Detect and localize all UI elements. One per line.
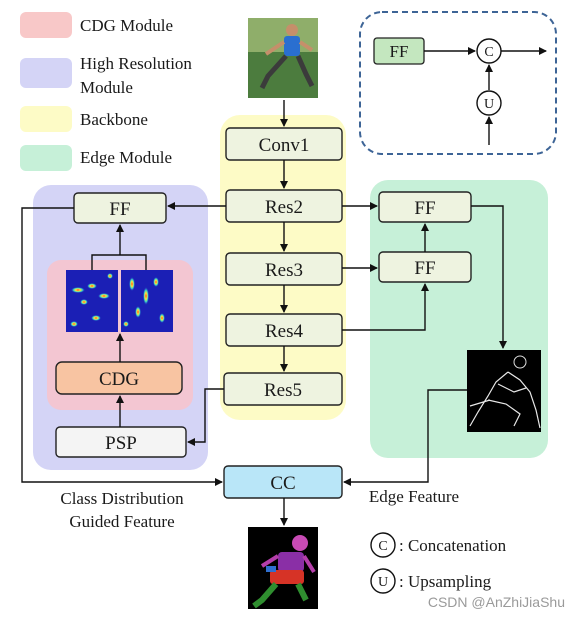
legend-backbone-label: Backbone bbox=[80, 110, 148, 129]
edge-ff-bottom-block: FF bbox=[378, 251, 472, 283]
svg-text:Res3: Res3 bbox=[265, 260, 303, 281]
watermark: CSDN @AnZhiJiaShu bbox=[428, 594, 565, 610]
upsample-key-label: : Upsampling bbox=[399, 572, 492, 591]
svg-text:FF: FF bbox=[414, 258, 435, 279]
concat-key-label: : Concatenation bbox=[399, 536, 507, 555]
inset-concat-icon bbox=[476, 38, 502, 64]
svg-text:Res2: Res2 bbox=[265, 197, 303, 218]
inset-upsample-icon bbox=[476, 90, 502, 116]
legend-high-res-label-1: High Resolution bbox=[80, 54, 192, 73]
svg-text:FF: FF bbox=[109, 199, 130, 220]
edge-map-image bbox=[467, 350, 541, 432]
legend-high-res-swatch bbox=[20, 58, 72, 88]
legend-backbone-swatch bbox=[20, 106, 72, 132]
legend: CDG Module High Resolution Module Backbo… bbox=[20, 12, 192, 171]
res4-block: Res4 bbox=[225, 313, 343, 347]
svg-text:CDG: CDG bbox=[99, 369, 139, 390]
res3-block: Res3 bbox=[225, 252, 343, 286]
legend-cdg-label: CDG Module bbox=[80, 16, 173, 35]
concat-icon bbox=[370, 532, 396, 558]
input-image bbox=[248, 18, 318, 98]
class-distribution-label-2: Guided Feature bbox=[69, 512, 174, 531]
output-segmentation-image bbox=[248, 527, 318, 609]
cdg-block: CDG bbox=[55, 361, 183, 395]
class-distribution-label-1: Class Distribution bbox=[60, 489, 184, 508]
svg-text:U: U bbox=[378, 575, 388, 590]
svg-text:Res4: Res4 bbox=[265, 321, 304, 342]
svg-text:CC: CC bbox=[270, 473, 295, 494]
res5-block: Res5 bbox=[223, 372, 343, 406]
svg-text:U: U bbox=[484, 97, 494, 112]
symbol-key: C : Concatenation U : Upsampling bbox=[370, 532, 507, 594]
svg-text:Conv1: Conv1 bbox=[259, 135, 310, 156]
inset-ff-label: FF bbox=[390, 42, 409, 61]
edge-feature-label: Edge Feature bbox=[369, 487, 459, 506]
high-res-ff-block: FF bbox=[73, 192, 167, 224]
cc-block: CC bbox=[223, 465, 343, 499]
svg-text:C: C bbox=[378, 539, 387, 554]
svg-text:PSP: PSP bbox=[105, 433, 137, 454]
conv1-block: Conv1 bbox=[225, 127, 343, 161]
psp-block: PSP bbox=[55, 426, 187, 458]
svg-text:FF: FF bbox=[414, 198, 435, 219]
legend-edge-swatch bbox=[20, 145, 72, 171]
legend-edge-label: Edge Module bbox=[80, 148, 172, 167]
legend-high-res-label-2: Module bbox=[80, 78, 133, 97]
svg-text:C: C bbox=[484, 45, 493, 60]
legend-cdg-swatch bbox=[20, 12, 72, 38]
class-distribution-heatmap-right bbox=[121, 270, 173, 332]
svg-text:Res5: Res5 bbox=[264, 380, 302, 401]
connections bbox=[21, 100, 507, 526]
res2-block: Res2 bbox=[225, 189, 343, 223]
edge-ff-top-block: FF bbox=[378, 191, 472, 223]
fusion-inset: FF C U bbox=[359, 11, 557, 155]
class-distribution-heatmap-left bbox=[66, 270, 118, 332]
upsample-icon bbox=[370, 568, 396, 594]
